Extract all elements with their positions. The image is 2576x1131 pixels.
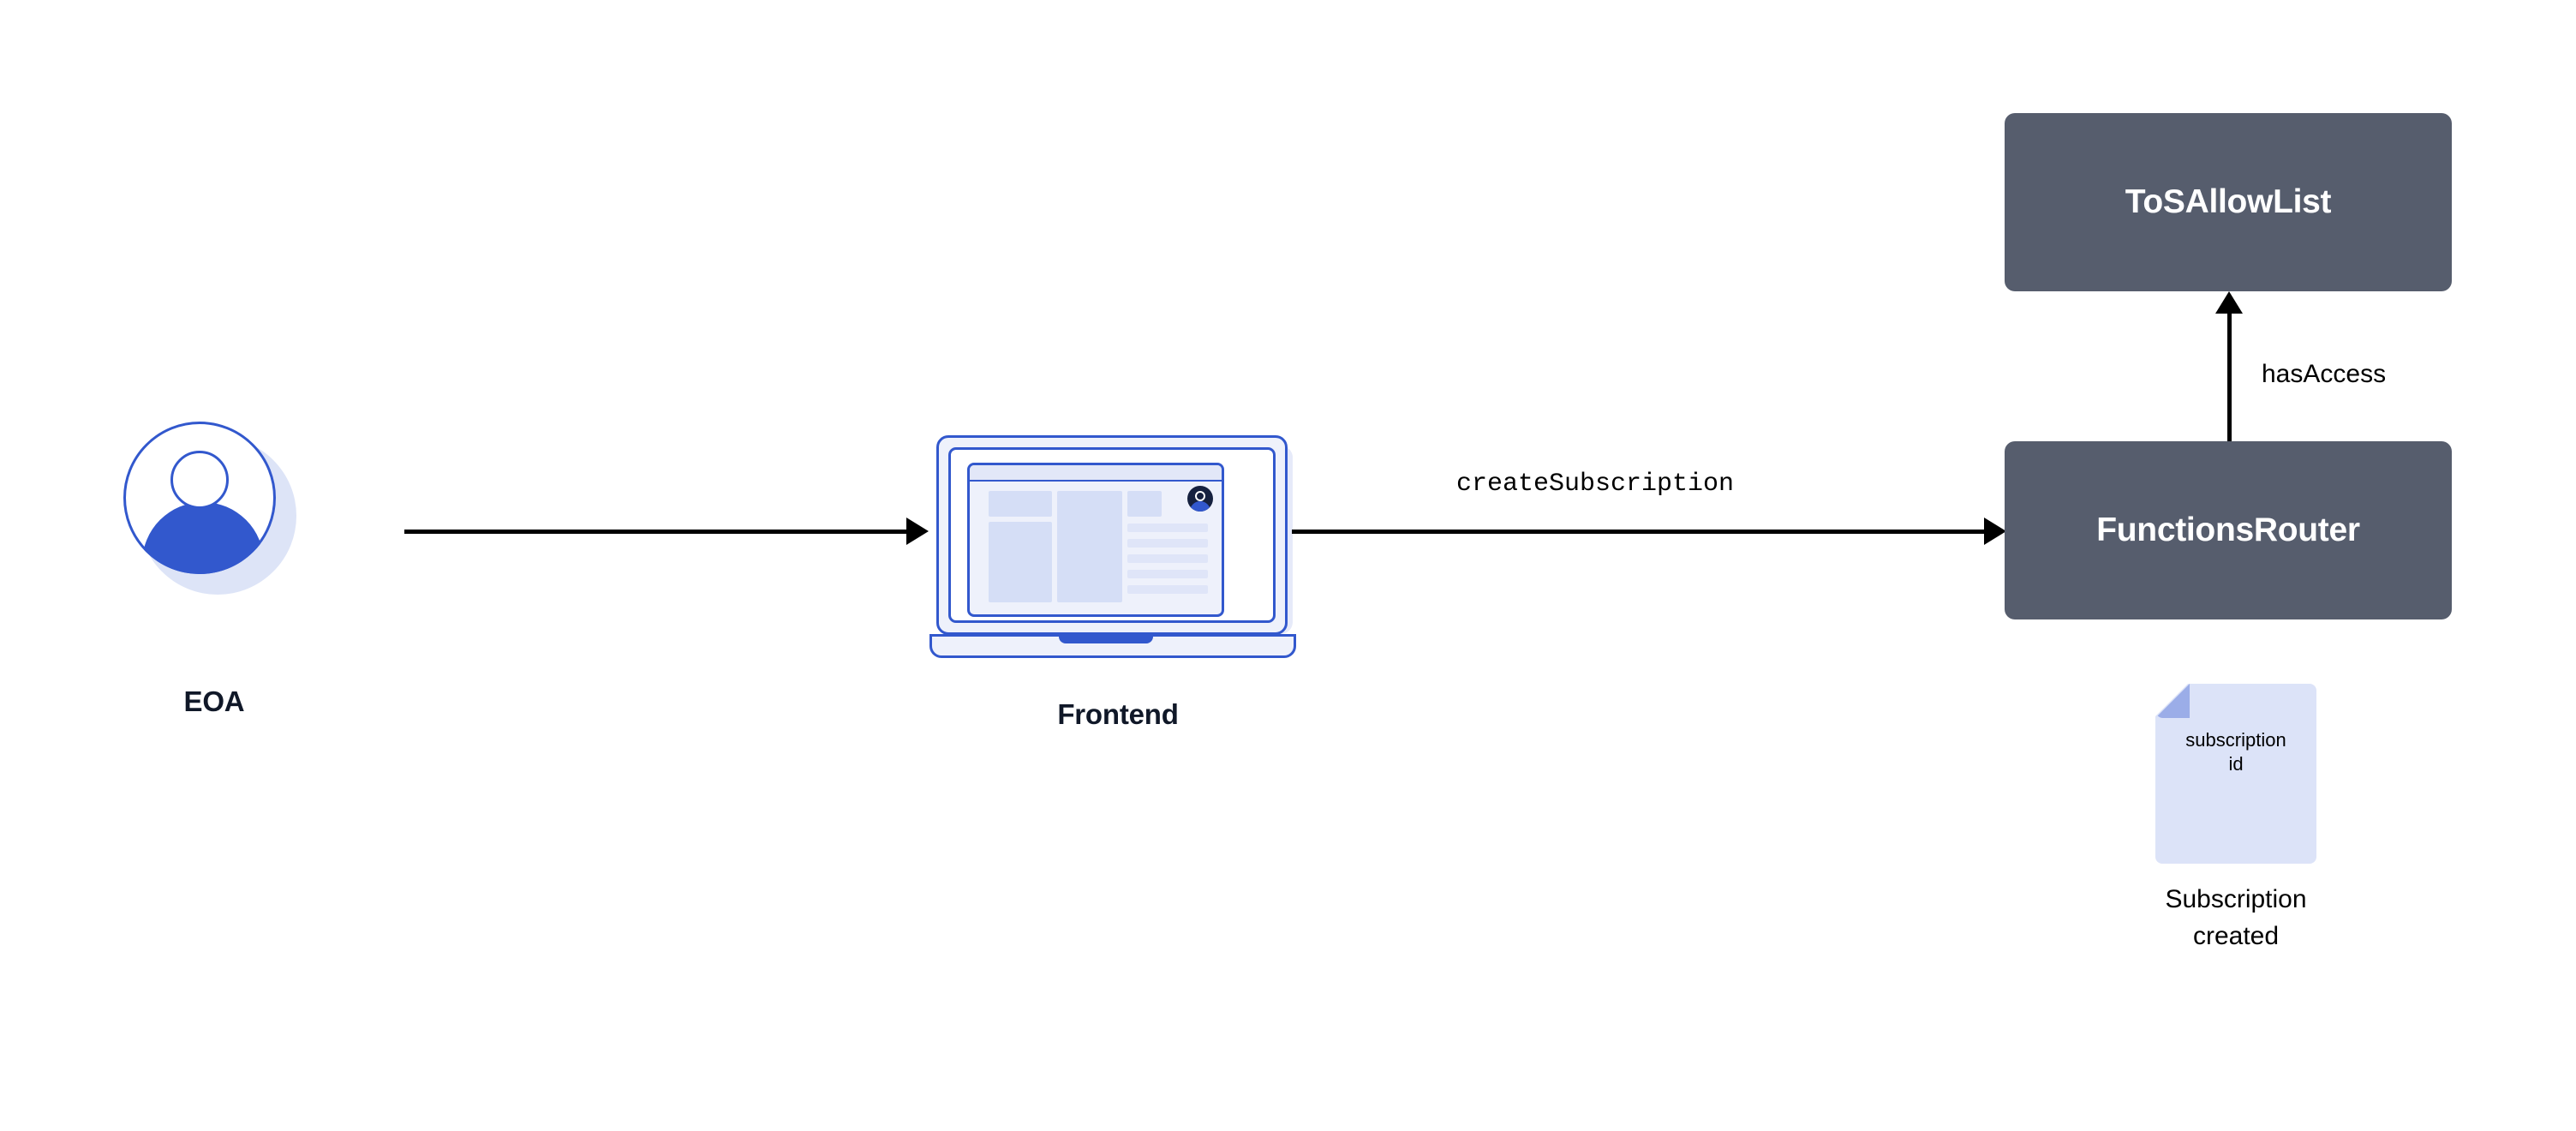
document-text-line-2: id <box>2228 753 2244 775</box>
node-subscription-document[interactable]: subscription id Subscription created <box>2155 684 2327 950</box>
document-body-text: subscription id <box>2155 728 2316 776</box>
screen-avatar-head <box>1195 491 1205 501</box>
arrow-line <box>2227 314 2232 442</box>
node-label-frontend: Frontend <box>1057 698 1179 730</box>
avatar-head-shape <box>170 451 229 509</box>
node-label-tos-allow-list: ToSAllowList <box>2125 183 2332 220</box>
screen-user-avatar-icon <box>1187 486 1213 512</box>
document-caption-line-1: Subscription <box>2165 885 2307 913</box>
laptop-trackpad <box>1059 635 1153 643</box>
screen-titlebar <box>970 465 1222 482</box>
screen-list-row <box>1127 524 1208 532</box>
node-tos-allow-list[interactable]: ToSAllowList <box>2005 113 2452 291</box>
node-eoa[interactable] <box>120 420 308 617</box>
avatar-clip <box>123 422 276 574</box>
node-frontend[interactable] <box>929 428 1306 677</box>
screen-panel-sidebar-top <box>989 491 1052 517</box>
arrow-line <box>404 530 910 534</box>
document-caption-line-2: created <box>2192 922 2280 950</box>
node-label-eoa: EOA <box>183 685 245 717</box>
arrow-head <box>1984 518 2006 545</box>
screen-list-row <box>1127 570 1208 578</box>
document-fold-corner <box>2155 684 2190 718</box>
node-label-functions-router: FunctionsRouter <box>2096 512 2360 548</box>
arrow-head <box>2215 291 2243 314</box>
screen-avatar-body <box>1190 501 1210 512</box>
screen-panel-right-top <box>1127 491 1162 517</box>
laptop-screen <box>967 463 1224 617</box>
screen-panel-main <box>1057 491 1122 602</box>
edge-label-create-subscription: createSubscription <box>1456 470 1735 499</box>
node-functions-router[interactable]: FunctionsRouter <box>2005 441 2452 619</box>
document-caption: Subscription created <box>2099 881 2373 954</box>
arrow-head <box>906 518 929 545</box>
arrow-line <box>1292 530 1987 534</box>
document-text-line-1: subscription <box>2185 729 2286 751</box>
screen-panel-sidebar-bottom <box>989 522 1052 602</box>
screen-list-row <box>1127 585 1208 594</box>
avatar-body-shape <box>142 502 264 574</box>
edge-label-has-access: hasAccess <box>2262 360 2387 388</box>
screen-list-row <box>1127 539 1208 548</box>
screen-list-row <box>1127 554 1208 563</box>
